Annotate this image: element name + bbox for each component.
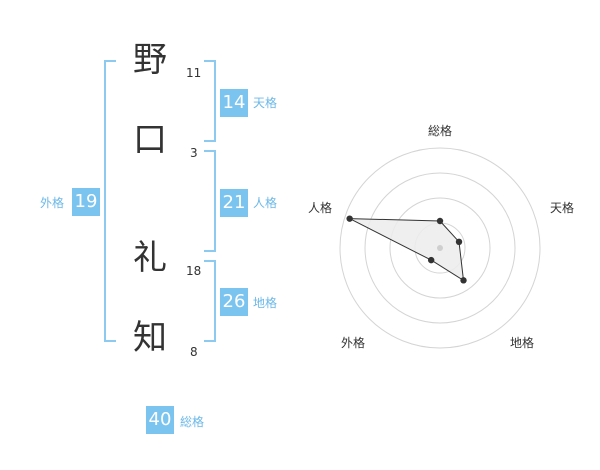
jinkaku-label: 人格 <box>253 196 278 210</box>
stroke-count-3: 18 <box>186 264 202 278</box>
radar-ring <box>389 197 491 299</box>
stroke-count-2: 3 <box>190 146 198 160</box>
stroke-count-1: 11 <box>186 66 202 80</box>
radar-center <box>437 245 443 251</box>
jinkaku-bracket <box>204 150 216 252</box>
radar-label-tenkaku: 天格 <box>550 201 575 215</box>
name-char-4: 知 <box>133 318 167 358</box>
radar-point <box>455 238 463 246</box>
radar-point <box>427 256 435 264</box>
gaikaku-label: 外格 <box>40 196 65 210</box>
name-char-3: 礼 <box>133 238 167 278</box>
chikaku-label: 地格 <box>253 296 278 310</box>
gaikaku-bracket <box>104 60 116 342</box>
name-char-2: 口 <box>133 120 167 160</box>
radar-label-jinkaku: 人格 <box>308 201 333 215</box>
name-char-1: 野 <box>133 40 167 80</box>
tenkaku-bracket <box>204 60 216 142</box>
soukaku-label: 総格 <box>180 415 205 429</box>
radar-polygon <box>349 218 465 282</box>
tenkaku-value: 14 <box>220 89 248 117</box>
soukaku-value: 40 <box>146 406 174 434</box>
radar-label-gaikaku: 外格 <box>341 336 366 350</box>
chikaku-bracket <box>204 260 216 342</box>
radar-ring <box>339 147 541 349</box>
jinkaku-value: 21 <box>220 189 248 217</box>
radar-points <box>346 215 467 284</box>
radar-ring <box>364 172 516 324</box>
stroke-count-4: 8 <box>190 345 198 359</box>
radar-point <box>436 217 444 225</box>
tenkaku-label: 天格 <box>253 96 278 110</box>
radar-point <box>460 277 467 284</box>
radar-rings <box>339 147 541 349</box>
gaikaku-value: 19 <box>72 188 100 216</box>
chikaku-value: 26 <box>220 288 248 316</box>
radar-label-soukaku: 総格 <box>428 124 453 138</box>
radar-label-chikaku: 地格 <box>510 336 535 350</box>
radar-point <box>346 215 353 222</box>
